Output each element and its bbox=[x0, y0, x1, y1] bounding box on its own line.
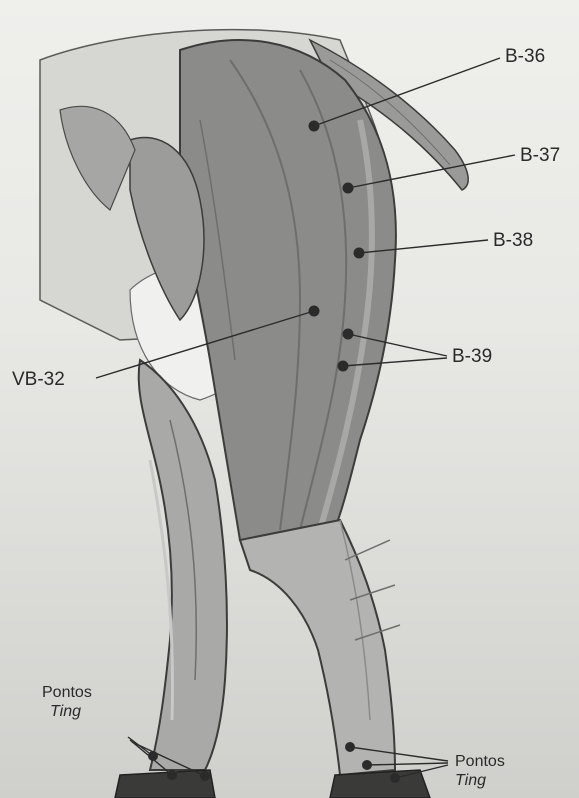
label-ting-right: Pontos Ting bbox=[455, 752, 505, 790]
right-hoof bbox=[330, 770, 430, 798]
label-ting-left: Pontos Ting bbox=[42, 683, 92, 721]
label-vb32: VB-32 bbox=[12, 369, 65, 391]
label-ting-left-line2: Ting bbox=[42, 702, 92, 721]
point-ting-left-3 bbox=[200, 771, 210, 781]
label-ting-right-line2: Ting bbox=[455, 771, 505, 790]
label-ting-left-line1: Pontos bbox=[42, 684, 92, 701]
label-ting-right-line1: Pontos bbox=[455, 753, 505, 770]
point-b37 bbox=[343, 183, 354, 194]
point-ting-left-2 bbox=[167, 770, 177, 780]
point-b36 bbox=[309, 121, 320, 132]
point-ting-right-3 bbox=[390, 773, 400, 783]
label-b36: B-36 bbox=[505, 46, 545, 68]
point-b39-upper bbox=[343, 329, 354, 340]
left-hind-leg bbox=[139, 360, 227, 770]
point-ting-left-1 bbox=[148, 751, 158, 761]
right-hind-leg bbox=[240, 520, 395, 775]
point-b39-lower bbox=[338, 361, 349, 372]
label-b39: B-39 bbox=[452, 346, 492, 368]
point-ting-right-2 bbox=[362, 760, 372, 770]
point-b38 bbox=[354, 248, 365, 259]
label-b37: B-37 bbox=[520, 145, 560, 167]
label-b38: B-38 bbox=[493, 230, 533, 252]
point-vb32 bbox=[309, 306, 320, 317]
point-ting-right-1 bbox=[345, 742, 355, 752]
